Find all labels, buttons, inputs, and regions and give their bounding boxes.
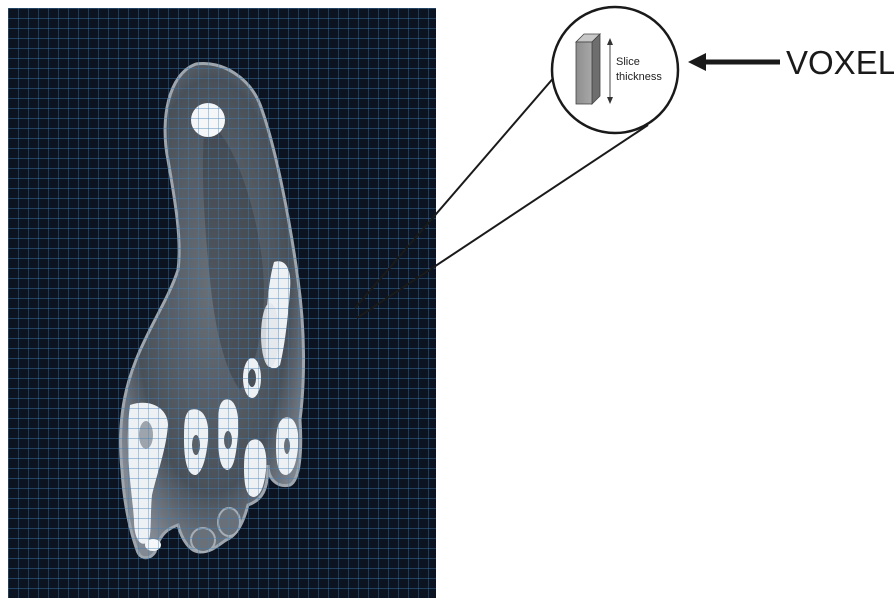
voxel-grid: [8, 8, 436, 598]
double-arrow-vertical-icon: [607, 38, 613, 104]
zoom-line-lower: [356, 124, 649, 319]
voxel-label: VOXEL: [786, 44, 894, 81]
magnifier-circle: [550, 5, 680, 135]
arrow-left-icon: [688, 53, 780, 71]
zoom-line-upper: [354, 74, 557, 309]
zoom-lines: [354, 74, 649, 319]
voxel-prism-icon: [575, 33, 601, 105]
ct-scan-panel: [8, 8, 436, 598]
voxel-magnifier: Slice thickness: [550, 5, 680, 135]
slice-label-line1: Slice: [616, 56, 640, 68]
slice-label-line2: thickness: [616, 71, 662, 83]
